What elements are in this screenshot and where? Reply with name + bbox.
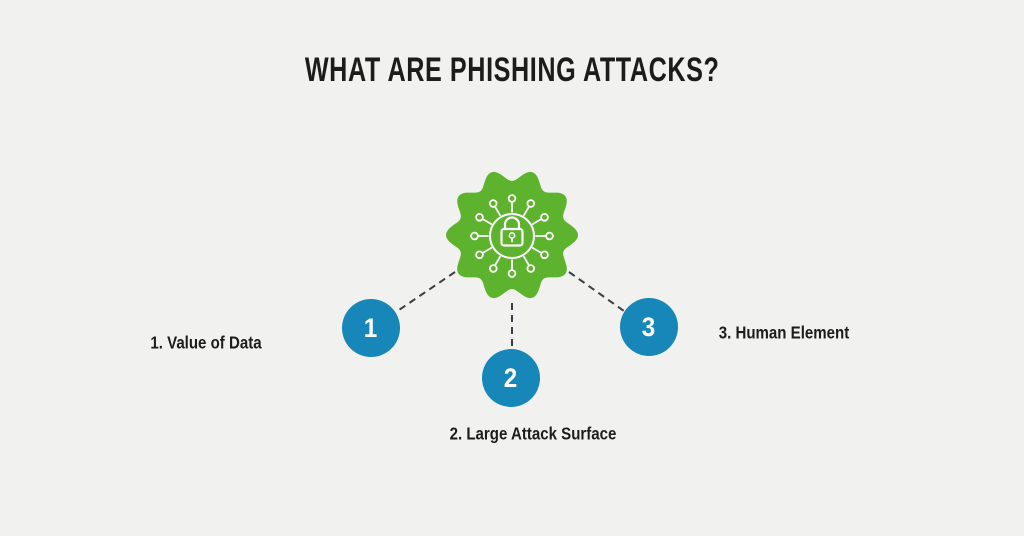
- network-node-dot: [540, 250, 549, 260]
- node-2-label: 2. Large Attack Surface: [449, 423, 617, 444]
- network-spoke: [531, 247, 542, 254]
- node-2-circle: 2: [482, 349, 540, 407]
- node-1-circle: 1: [342, 299, 400, 357]
- network-node-dot: [526, 199, 536, 208]
- network-spoke: [523, 206, 530, 217]
- network-node-dot: [475, 212, 484, 222]
- network-node-dot: [488, 199, 498, 208]
- center-blob: [446, 171, 578, 299]
- padlock-body: [500, 227, 524, 247]
- node-3-number: 3: [642, 311, 656, 342]
- node-2-number: 2: [504, 362, 518, 393]
- page-title: WHAT ARE PHISHING ATTACKS?: [0, 51, 1024, 90]
- network-node-dot: [475, 250, 484, 260]
- network-node-dot: [488, 264, 498, 273]
- network-node-dot: [470, 231, 479, 241]
- network-node-dot: [507, 269, 517, 278]
- node-1-label: 1. Value of Data: [150, 332, 262, 353]
- network-spoke: [523, 255, 530, 266]
- network-node-dot: [540, 212, 549, 222]
- page-title-text: WHAT ARE PHISHING ATTACKS?: [304, 51, 720, 89]
- network-spoke: [531, 218, 542, 225]
- network-node-dot: [526, 264, 536, 273]
- starburst-blob-shape: [446, 171, 578, 299]
- network-spoke: [482, 247, 493, 254]
- network-spoke: [494, 206, 501, 217]
- padlock-shackle: [503, 216, 521, 231]
- network-node-dot: [545, 231, 554, 241]
- network-node-dot: [507, 194, 517, 203]
- network-spoke: [482, 218, 493, 225]
- node-1-number: 1: [364, 312, 378, 343]
- node-3-label: 3. Human Element: [718, 322, 850, 343]
- node-3-circle: 3: [620, 298, 678, 356]
- network-spoke: [494, 255, 501, 266]
- lock-network-icon: [470, 194, 554, 278]
